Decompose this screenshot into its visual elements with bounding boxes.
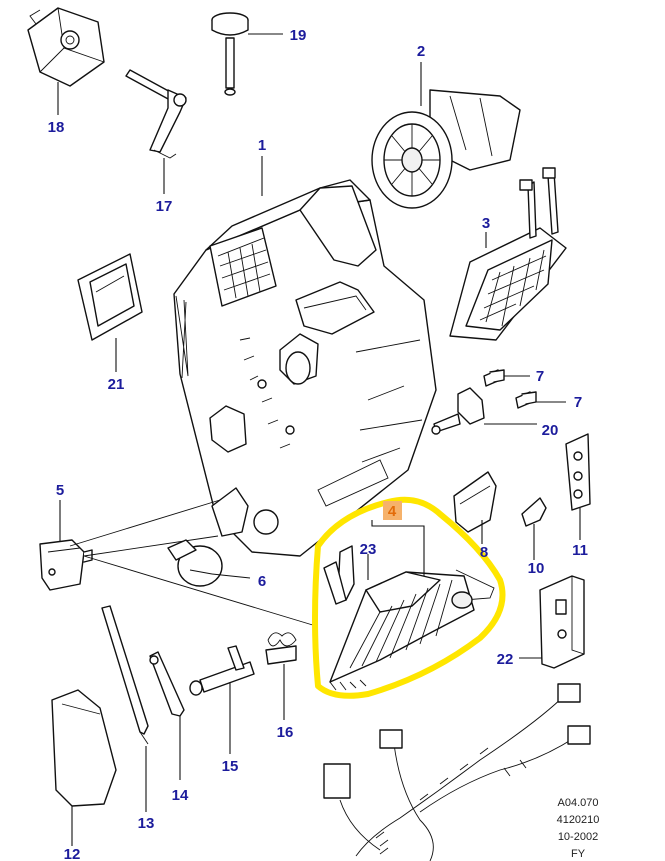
callout-8: 8 xyxy=(480,544,488,561)
part-17-lever xyxy=(125,69,187,159)
callout-23: 23 xyxy=(360,541,377,558)
callout-22: 22 xyxy=(497,651,514,668)
callout-21: 21 xyxy=(108,376,125,393)
part-8-clip xyxy=(453,471,497,533)
ref-line-3: 10-2002 xyxy=(558,831,598,843)
part-16-spring xyxy=(265,632,297,665)
part-10-clip xyxy=(521,497,547,527)
callout-13: 13 xyxy=(138,815,155,832)
callout-16: 16 xyxy=(277,724,294,741)
part-3-filter xyxy=(449,167,567,341)
callout-11: 11 xyxy=(572,542,588,559)
ref-line-4: FY xyxy=(571,848,586,860)
callout-7b: 7 xyxy=(574,394,582,411)
part-5-resistor xyxy=(39,539,93,591)
part-13-cable xyxy=(101,605,149,745)
part-20-sensor xyxy=(431,387,485,435)
ref-line-1: A04.070 xyxy=(558,797,599,809)
part-2-blower-motor xyxy=(371,89,521,209)
callout-19: 19 xyxy=(290,27,307,44)
part-7-screws xyxy=(483,369,537,409)
callout-4: 4 xyxy=(388,503,397,520)
part-4-evaporator xyxy=(323,545,495,691)
ref-line-2: 4120210 xyxy=(557,814,600,826)
callout-7a: 7 xyxy=(536,368,544,385)
callout-6: 6 xyxy=(258,573,266,590)
part-6-flap xyxy=(167,539,223,587)
part-22-panel xyxy=(539,575,585,669)
callout-10: 10 xyxy=(528,560,545,577)
part-21-gasket xyxy=(77,253,143,341)
part-14-lever xyxy=(149,651,185,717)
callout-1: 1 xyxy=(258,137,266,154)
callout-3: 3 xyxy=(482,215,490,232)
part-11-bracket xyxy=(565,433,591,511)
part-1-heater-housing xyxy=(173,179,437,557)
callout-4-badge xyxy=(383,501,402,520)
highlight-outline xyxy=(312,496,506,699)
part-18-actuator xyxy=(27,7,105,87)
callout-15: 15 xyxy=(222,758,239,775)
callout-2: 2 xyxy=(417,43,425,60)
part-15-shaft xyxy=(189,645,255,696)
callout-18: 18 xyxy=(48,119,65,136)
callout-12: 12 xyxy=(64,846,81,861)
callout-17: 17 xyxy=(156,198,173,215)
callout-14: 14 xyxy=(172,787,189,804)
callout-20: 20 xyxy=(542,422,559,439)
part-19-vacuum-valve xyxy=(211,12,249,96)
part-12-cover xyxy=(51,689,117,807)
callout-5: 5 xyxy=(56,482,64,499)
wiring-harness xyxy=(323,683,591,861)
